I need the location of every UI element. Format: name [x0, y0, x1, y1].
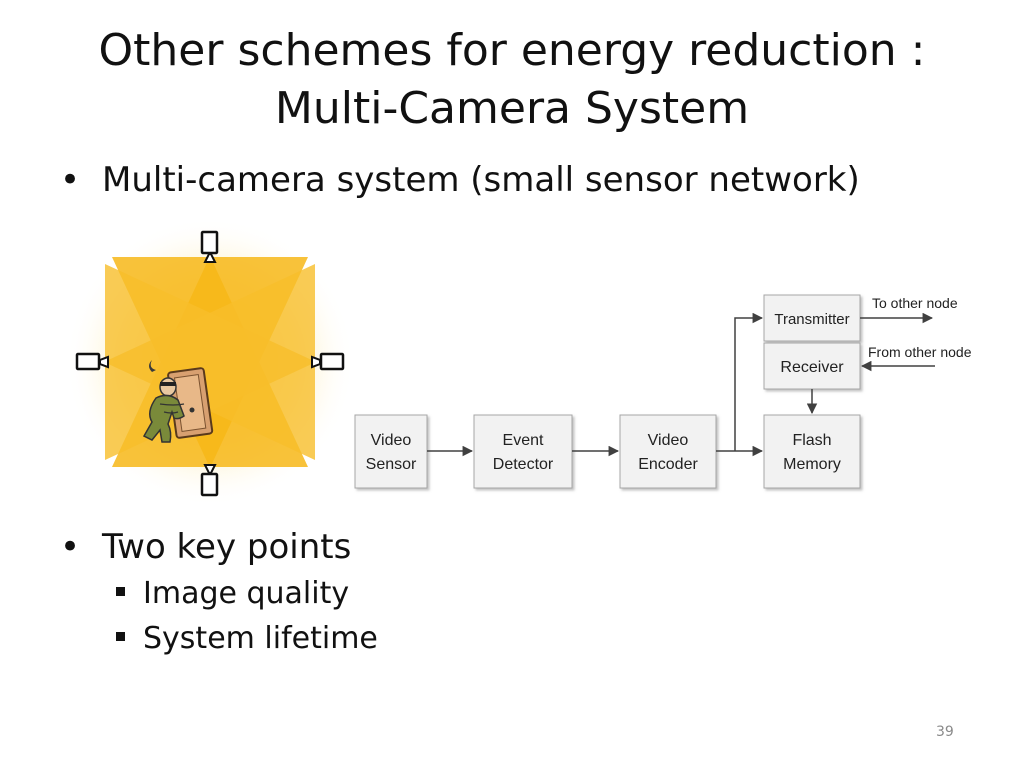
bullet-text: Multi-camera system (small sensor networ…: [102, 160, 860, 200]
arrow-encoder-to-transmitter: [734, 312, 764, 451]
event-detector-block: Event Detector: [473, 414, 573, 489]
receiver-label: Receiver: [780, 359, 844, 376]
burglar-icon: [142, 360, 214, 443]
video-encoder-line1: Video: [648, 432, 689, 449]
sub-point-system-lifetime: System lifetime: [116, 621, 378, 657]
bullet-multi-camera: • Multi-camera system (small sensor netwo…: [60, 160, 860, 200]
video-sensor-line2: Sensor: [366, 456, 417, 473]
square-bullet-icon: [116, 632, 125, 641]
bullet-dot: •: [60, 527, 81, 567]
square-bullet-icon: [116, 587, 125, 596]
video-sensor-line1: Video: [371, 432, 412, 449]
system-block-diagram: Video Sensor Event Detector Video Encode…: [354, 294, 972, 489]
camera-bottom-icon: [200, 464, 219, 497]
camera-right-icon: [311, 352, 345, 371]
camera-top-icon: [200, 230, 219, 263]
bullet-two-key-points: • Two key points: [60, 527, 351, 567]
page-number: 39: [936, 724, 954, 740]
camera-left-icon: [75, 352, 109, 371]
flash-memory-block: Flash Memory: [763, 414, 861, 489]
bullet-dot: •: [60, 160, 81, 200]
sub-point-image-quality: Image quality: [116, 576, 349, 612]
title-line-1: Other schemes for energy reduction :: [98, 25, 926, 76]
flash-memory-line1: Flash: [792, 432, 831, 449]
video-encoder-line2: Encoder: [638, 456, 698, 473]
sub-point-text: Image quality: [143, 576, 350, 611]
event-detector-line2: Detector: [493, 456, 554, 473]
transmitter-block: Transmitter: [763, 294, 861, 342]
sub-point-text: System lifetime: [143, 621, 378, 656]
to-other-node-label: To other node: [872, 295, 958, 311]
flash-memory-line2: Memory: [783, 456, 841, 473]
from-other-node-label: From other node: [868, 344, 972, 360]
receiver-block: Receiver: [763, 342, 861, 390]
title-line-2: Multi-Camera System: [274, 83, 750, 134]
event-detector-line1: Event: [503, 432, 544, 449]
camera-scene: [65, 222, 355, 502]
slide-title: Other schemes for energy reduction : Mul…: [0, 22, 1024, 138]
video-encoder-block: Video Encoder: [619, 414, 717, 489]
video-sensor-block: Video Sensor: [354, 414, 428, 489]
transmitter-label: Transmitter: [774, 311, 849, 328]
bullet-text: Two key points: [102, 527, 352, 567]
